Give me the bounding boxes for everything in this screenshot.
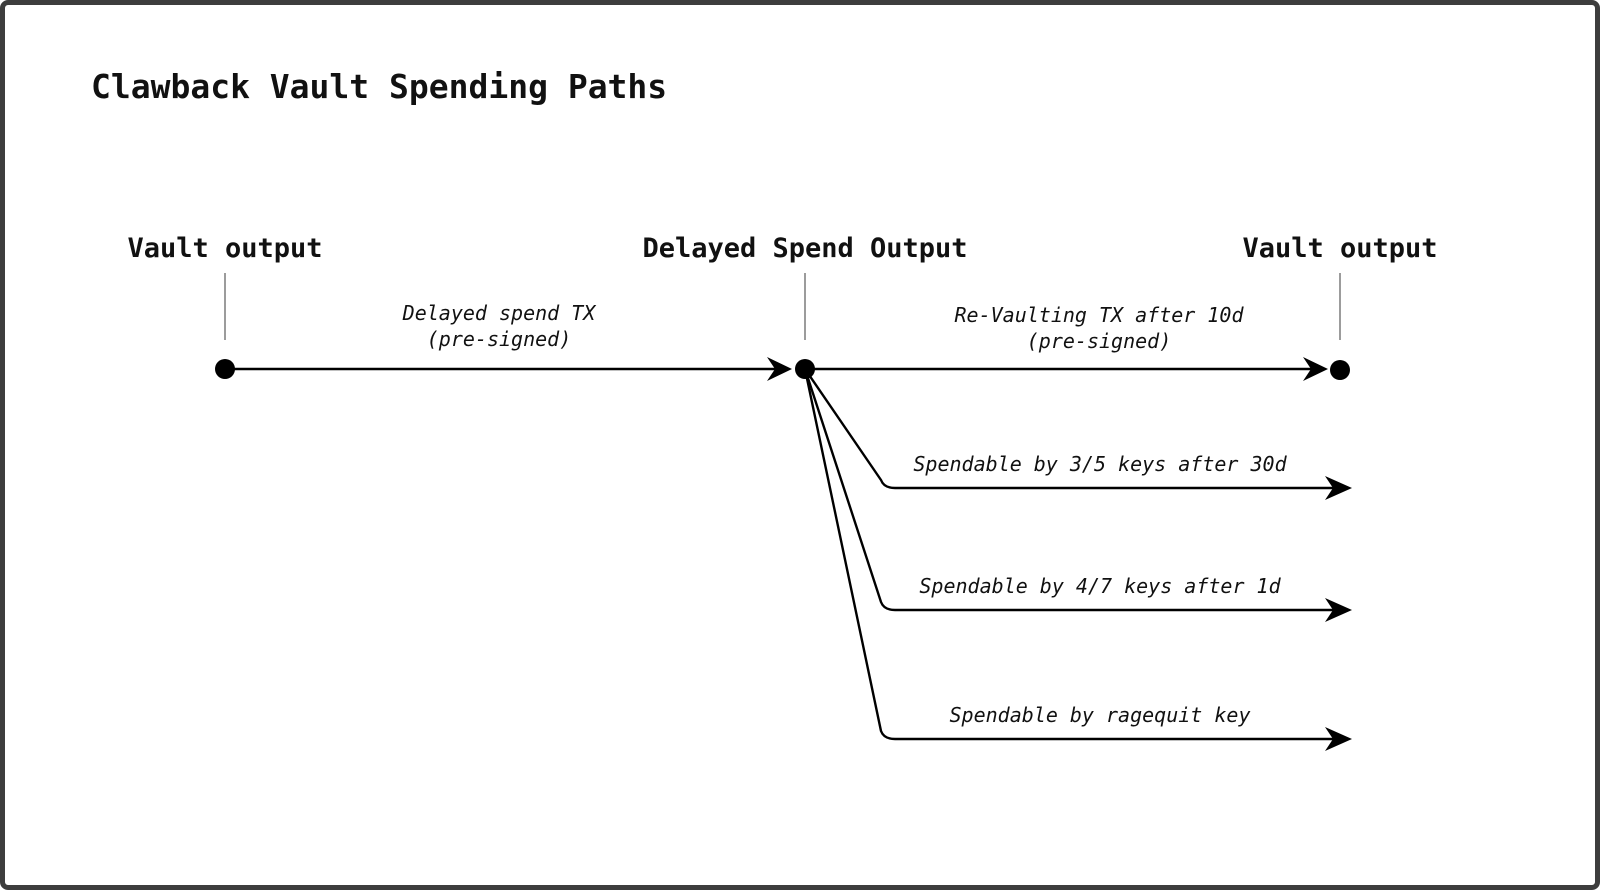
- spend-ragequit-label: Spendable by ragequit key: [949, 703, 1250, 727]
- delayed-spend-output-label: Delayed Spend Output: [642, 233, 967, 264]
- vault-output-start-node: [215, 359, 235, 379]
- delayed-spend-tx-label: Delayed spend TX: [402, 301, 598, 325]
- delayed-spend-tx-arrowhead: [767, 357, 792, 381]
- spend-ragequit-arrowhead: [1325, 727, 1352, 751]
- diagram-title: Clawback Vault Spending Paths: [91, 67, 667, 106]
- spend-3of5-label: Spendable by 3/5 keys after 30d: [913, 452, 1287, 476]
- delayed-spend-output-node: [795, 359, 815, 379]
- revaulting-tx-arrowhead: [1303, 357, 1328, 381]
- spend-4of7-arrowhead: [1325, 598, 1352, 622]
- revaulting-tx-presigned-label: (pre-signed): [1027, 329, 1172, 353]
- spend-3of5-edge: [804, 368, 1335, 490]
- spend-4of7-label: Spendable by 4/7 keys after 1d: [919, 574, 1281, 598]
- spend-3of5-arrowhead: [1325, 476, 1352, 500]
- spending-paths-diagram: Clawback Vault Spending Paths Vault outp…: [91, 67, 1438, 751]
- vault-output-end-label: Vault output: [1242, 233, 1437, 264]
- delayed-spend-tx-presigned-label: (pre-signed): [427, 327, 572, 351]
- spend-4of7-edge: [803, 368, 1335, 612]
- vault-output-end-node: [1330, 360, 1350, 380]
- vault-output-start-label: Vault output: [127, 233, 322, 264]
- revaulting-tx-label: Re-Vaulting TX after 10d: [955, 303, 1245, 327]
- spend-ragequit-edge: [803, 368, 1335, 741]
